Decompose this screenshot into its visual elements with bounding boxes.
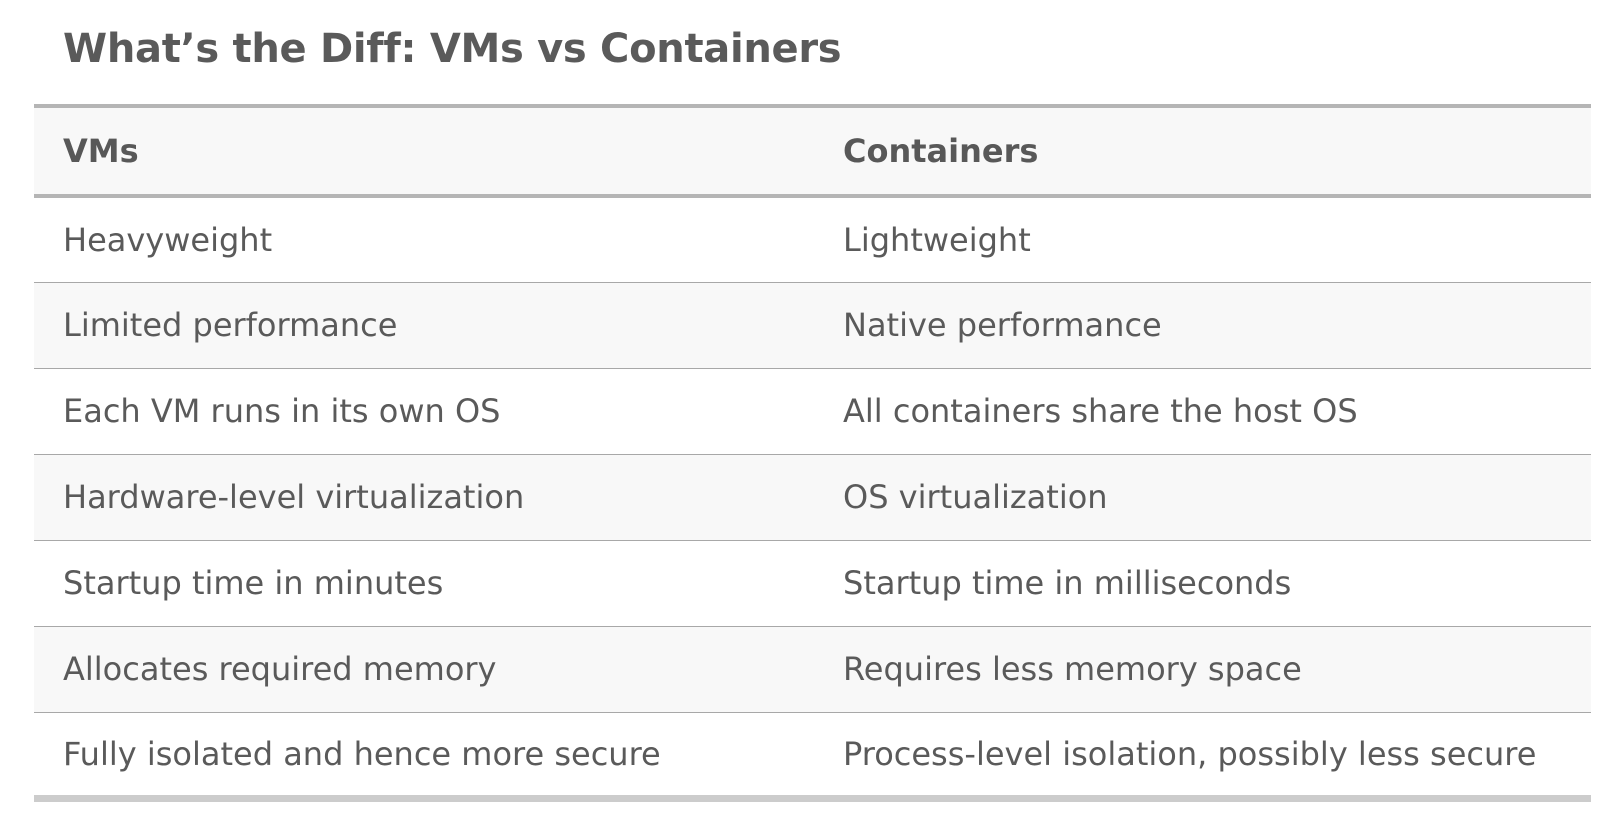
- cell-vms: Limited performance: [63, 306, 398, 344]
- cell-containers: Requires less memory space: [843, 650, 1302, 688]
- cell-vms: Hardware-level virtualization: [63, 478, 525, 516]
- cell-containers: OS virtualization: [843, 478, 1108, 516]
- cell-containers: Lightweight: [843, 220, 1031, 259]
- table-header: VMs Containers: [34, 106, 1591, 196]
- cell-containers: Process-level isolation, possibly less s…: [843, 734, 1537, 773]
- table-row: Each VM runs in its own OS All container…: [34, 368, 1591, 454]
- table-row: Startup time in minutes Startup time in …: [34, 540, 1591, 626]
- cell-vms: Allocates required memory: [63, 650, 497, 688]
- cell-vms: Each VM runs in its own OS: [63, 392, 501, 430]
- cell-containers: Native performance: [843, 306, 1162, 344]
- cell-vms: Heavyweight: [63, 220, 273, 259]
- table-row: Limited performance Native performance: [34, 282, 1591, 368]
- table-row: Allocates required memory Requires less …: [34, 626, 1591, 712]
- cell-containers: All containers share the host OS: [843, 392, 1358, 430]
- cell-vms: Startup time in minutes: [63, 564, 444, 602]
- table-row: Fully isolated and hence more secure Pro…: [34, 712, 1591, 798]
- comparison-table: VMs Containers Heavyweight Lightweight L…: [34, 104, 1591, 802]
- column-header-containers: Containers: [843, 132, 1039, 170]
- cell-containers: Startup time in milliseconds: [843, 564, 1292, 602]
- page-title: What’s the Diff: VMs vs Containers: [63, 26, 842, 72]
- header-row: VMs Containers: [34, 106, 1591, 196]
- table-row: Heavyweight Lightweight: [34, 196, 1591, 282]
- table-row: Hardware-level virtualization OS virtual…: [34, 454, 1591, 540]
- table-body: Heavyweight Lightweight Limited performa…: [34, 196, 1591, 798]
- cell-vms: Fully isolated and hence more secure: [63, 734, 661, 773]
- column-header-vms: VMs: [63, 132, 139, 170]
